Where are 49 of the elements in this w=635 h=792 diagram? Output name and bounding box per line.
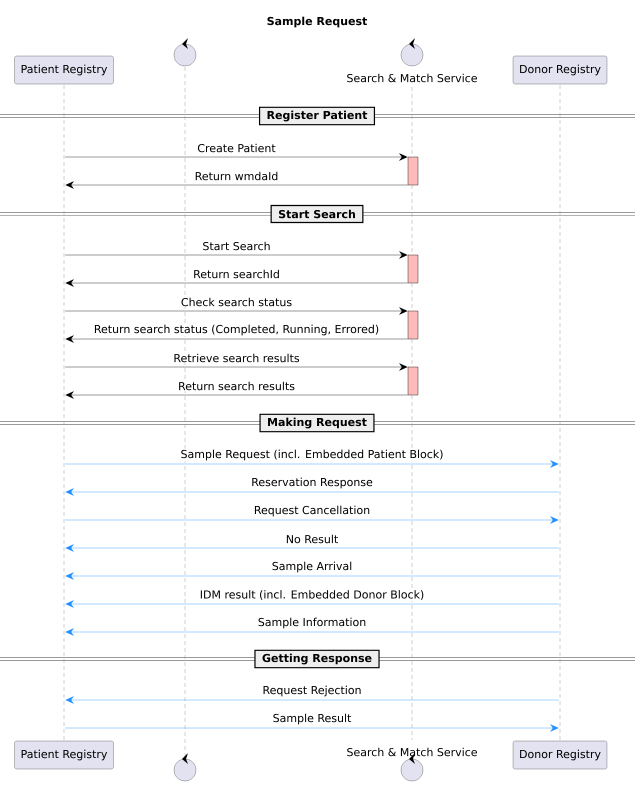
message-label: Return searchId: [192, 268, 281, 280]
participant-box: Patient Registry: [14, 740, 114, 770]
message-label: Start Search: [201, 240, 272, 252]
message-arrow: [66, 544, 559, 552]
message-arrow: [66, 696, 559, 704]
message-label: Check search status: [180, 296, 294, 308]
message-arrow: [65, 363, 408, 371]
message-label: Create Patient: [196, 142, 277, 154]
message-label: Sample Result: [272, 712, 352, 726]
participant-box: Donor Registry: [512, 56, 608, 84]
activation-bar: [408, 156, 418, 186]
section-label: Making Request: [259, 414, 375, 432]
control-symbol: [174, 753, 196, 782]
message-label: Sample Information: [256, 616, 368, 630]
control-symbol: [174, 38, 196, 66]
section-label: Start Search: [270, 204, 364, 224]
message-label: Reservation Response: [250, 476, 374, 490]
diagram-title: Sample Request: [267, 16, 368, 28]
activation-bar: [408, 310, 418, 340]
message-arrow: [65, 516, 559, 524]
message-label: No Result: [284, 534, 340, 544]
message-label: Return wmdaId: [194, 170, 280, 182]
message-arrow: [65, 460, 559, 468]
activation-bar: [408, 366, 418, 396]
message-label: Return search status (Completed, Running, Errored): [92, 324, 380, 336]
message-arrow: [66, 600, 559, 608]
message-arrow: [65, 724, 559, 732]
message-label: Sample Request (incl. Embedded Patient Block): [180, 448, 444, 462]
section-label: Register Patient: [258, 106, 376, 126]
message-label: Return search results: [177, 380, 296, 392]
message-arrow: [65, 251, 408, 259]
message-label: Retrieve search results: [172, 352, 301, 364]
message-arrow: [65, 307, 408, 315]
message-arrow: [66, 279, 408, 287]
message-arrow: [66, 335, 408, 343]
message-label: IDM result (incl. Embedded Donor Block): [198, 589, 426, 601]
participant-box: Patient Registry: [14, 56, 114, 84]
participant-box: Donor Registry: [512, 740, 608, 770]
message-arrow: [66, 572, 559, 580]
activation-bar: [408, 254, 418, 284]
message-arrow: [65, 153, 408, 161]
message-arrow: [66, 181, 408, 189]
section-label: Getting Response: [254, 650, 380, 668]
message-arrow: [66, 628, 559, 636]
message-label: Request Rejection: [261, 684, 363, 698]
message-label: Request Cancellation: [252, 504, 372, 518]
message-label: Sample Arrival: [270, 560, 354, 574]
message-arrow: [66, 391, 408, 399]
message-arrow: [66, 488, 559, 496]
